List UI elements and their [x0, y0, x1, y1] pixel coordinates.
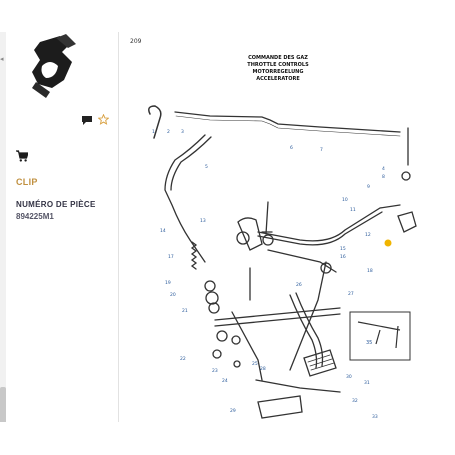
callout-1: 1 — [152, 129, 155, 135]
callout-labels: 1 2 3 4 5 6 7 8 9 10 11 12 13 14 15 16 1… — [152, 129, 385, 420]
diagonal-link — [231, 311, 263, 381]
bolt-1 — [265, 201, 269, 235]
callout-22: 22 — [180, 356, 186, 362]
callout-32: 32 — [352, 398, 358, 404]
comment-icon[interactable] — [82, 112, 92, 130]
callout-30: 30 — [346, 374, 352, 380]
callout-29: 29 — [230, 408, 236, 414]
throttle-rod-upper — [174, 111, 401, 133]
callout-10: 10 — [342, 197, 348, 203]
callout-25: 25 — [252, 361, 258, 367]
highlighted-part-marker[interactable] — [384, 239, 392, 247]
diagram-page-number: 209 — [130, 38, 142, 45]
spring — [190, 241, 198, 270]
callout-6: 6 — [290, 145, 293, 151]
lower-rod — [255, 379, 341, 393]
scrollbar-thumb[interactable] — [0, 387, 6, 442]
callout-11: 11 — [350, 207, 356, 213]
clip-part — [397, 211, 417, 233]
callout-24: 24 — [222, 378, 228, 384]
lever-left — [237, 217, 263, 251]
part-name: CLIP — [16, 177, 38, 187]
washer-3 — [204, 280, 216, 292]
knob — [148, 105, 162, 139]
callout-16: 16 — [340, 254, 346, 260]
callout-20: 20 — [170, 292, 176, 298]
pivot-1 — [236, 231, 250, 245]
callout-9: 9 — [367, 184, 370, 190]
callout-27: 27 — [348, 291, 354, 297]
callout-23: 23 — [212, 368, 218, 374]
callout-14: 14 — [160, 228, 166, 234]
diagram-title: COMMANDE DES GAZ THROTTLE CONTROLS MOTOR… — [238, 55, 318, 83]
callout-17: 17 — [168, 254, 174, 260]
callout-28: 28 — [260, 366, 266, 372]
pedal-link-rod — [267, 249, 337, 273]
callout-2: 2 — [167, 129, 170, 135]
callout-3: 3 — [181, 129, 184, 135]
callout-12: 12 — [365, 232, 371, 238]
diagram-title-fr: COMMANDE DES GAZ — [248, 55, 308, 61]
callout-13: 13 — [200, 218, 206, 224]
pedal-pad-ribs — [307, 354, 335, 371]
pivot-4 — [401, 171, 411, 181]
thumbnail-prev-icon[interactable]: ◂ — [0, 56, 4, 63]
nut-2 — [233, 360, 241, 368]
product-thumbnail[interactable] — [16, 32, 92, 104]
callout-18: 18 — [367, 268, 373, 274]
washer-5 — [231, 335, 241, 345]
star-outline-icon[interactable] — [97, 112, 110, 130]
cart-icon[interactable] — [16, 149, 29, 167]
callout-26: 26 — [296, 282, 302, 288]
washer-4 — [216, 330, 228, 342]
nut-1 — [212, 349, 222, 359]
vertical-link — [289, 261, 327, 371]
washer-2 — [208, 302, 220, 314]
pivot-2 — [262, 234, 274, 246]
callout-4: 4 — [382, 166, 385, 172]
left-panel — [0, 32, 119, 422]
throttle-lever-arm — [164, 134, 206, 263]
exploded-parts-diagram[interactable]: 35 1 2 3 4 5 6 7 8 9 10 11 12 13 14 15 1… — [120, 32, 455, 422]
pedal-pad — [303, 349, 337, 377]
bracket — [257, 395, 303, 419]
clip-image — [32, 34, 76, 98]
pedal-arm — [289, 294, 318, 369]
cross-shaft-2 — [214, 313, 341, 327]
inset-frame: 35 — [349, 311, 411, 361]
pivot-3 — [320, 262, 332, 274]
callout-21: 21 — [182, 308, 188, 314]
linkage-rod-mid — [257, 204, 401, 242]
diagram-title-de: MOTORREGELUNG — [252, 69, 304, 75]
washer-1 — [205, 291, 219, 305]
diagram-title-en: THROTTLE CONTROLS — [247, 62, 309, 68]
part-number: 894225M1 — [16, 212, 54, 221]
callout-33: 33 — [372, 414, 378, 420]
callout-19: 19 — [165, 280, 171, 286]
scrollbar[interactable] — [0, 32, 6, 442]
svg-text:35: 35 — [366, 340, 372, 346]
throttle-lever-arm-2 — [170, 136, 212, 191]
page-bottom — [0, 422, 455, 455]
callout-5: 5 — [205, 164, 208, 170]
callout-7: 7 — [320, 147, 323, 153]
diagram-title-it: ACCELERATORE — [256, 76, 300, 82]
part-number-label: NUMÉRO DE PIÈCE — [16, 200, 96, 209]
callout-31: 31 — [364, 380, 370, 386]
throttle-rod-upper-shadow — [175, 115, 401, 137]
pedal-arm-2 — [295, 292, 324, 367]
callout-8: 8 — [382, 174, 385, 180]
callout-15: 15 — [340, 246, 346, 252]
linkage-rod-mid-2 — [257, 211, 383, 246]
